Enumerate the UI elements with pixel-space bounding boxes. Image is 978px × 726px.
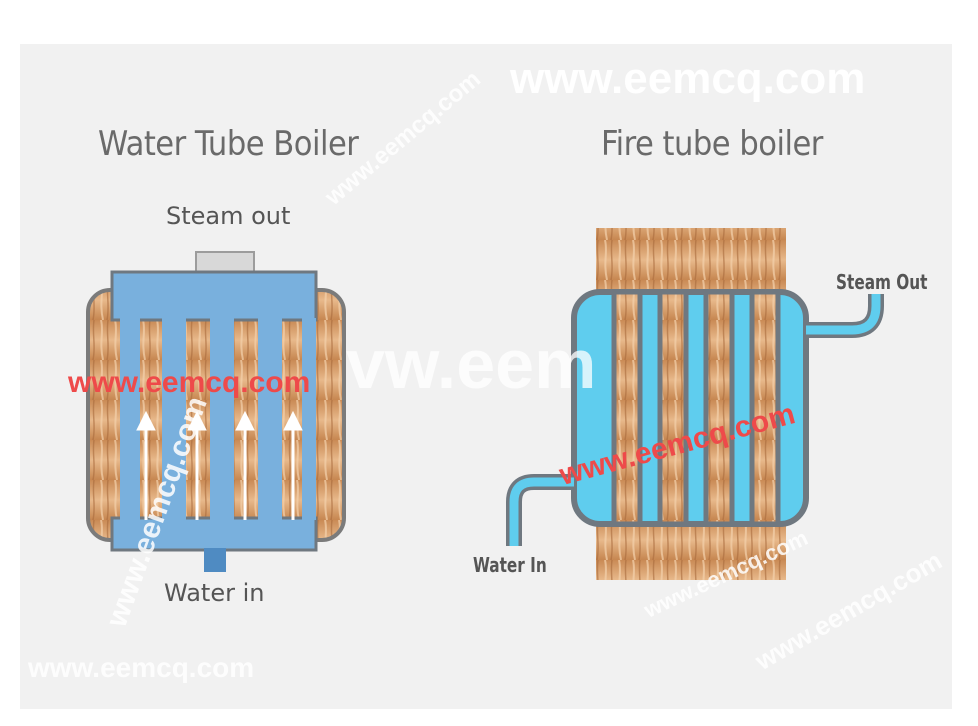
water-tube-top-drum: [110, 270, 318, 322]
water-tube-2: [162, 318, 186, 520]
fire-tube-2: [657, 289, 689, 527]
fire-tube-boiler: [506, 228, 884, 580]
fire-tube-4: [749, 289, 781, 527]
water-tube-4: [258, 318, 282, 520]
fire-tube-3: [703, 289, 735, 527]
fire-tube-title: Fire tube boiler: [601, 124, 823, 164]
water-tube-water-label: Water in: [164, 579, 265, 607]
up-arrow-icon: [136, 410, 156, 520]
fire-tube-water-pipe: [509, 477, 574, 546]
water-tube-boiler: [86, 251, 346, 572]
fire-tube-steam-pipe: [806, 294, 881, 335]
water-tube-water-inlet: [204, 548, 226, 572]
water-flow-arrows: [136, 410, 303, 520]
water-tube-1: [120, 318, 140, 520]
fire-tube-1: [611, 289, 643, 527]
water-tube-steam-label: Steam out: [166, 202, 291, 230]
watermark-top: www.eemcq.com: [510, 54, 866, 103]
fire-tube-water-label: Water In: [473, 553, 547, 577]
watermark-red-left: www.eemcq.com: [68, 366, 311, 399]
up-arrow-icon: [235, 410, 255, 520]
fire-tube-steam-label: Steam Out: [836, 270, 928, 294]
water-tube-bottom-drum: [110, 516, 318, 552]
up-arrow-icon: [283, 410, 303, 520]
water-tube-5: [302, 318, 316, 520]
watermark-big: vw.eem: [346, 325, 597, 403]
watermark-bottom-left: www.eemcq.com: [28, 652, 255, 683]
water-tube-title: Water Tube Boiler: [98, 124, 359, 164]
up-arrow-icon: [187, 410, 207, 520]
water-tube-3: [210, 318, 234, 520]
